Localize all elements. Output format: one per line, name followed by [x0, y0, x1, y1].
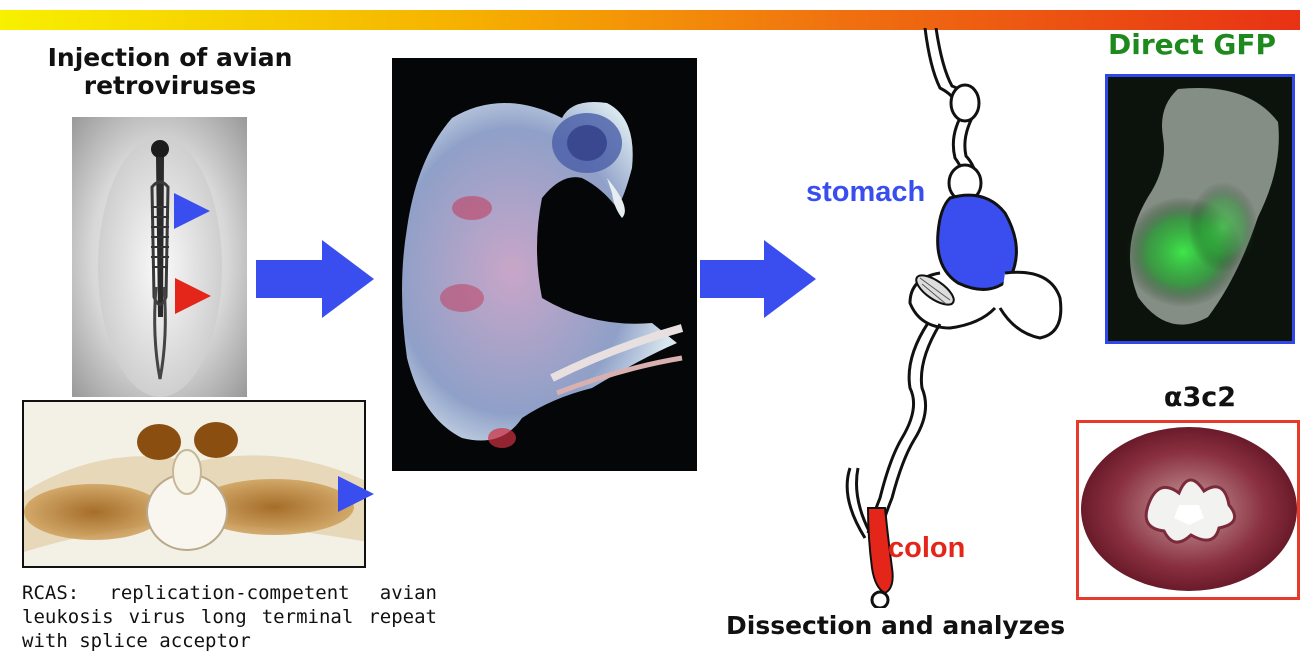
gfp-image — [1105, 74, 1295, 344]
a3c2-image — [1076, 420, 1300, 600]
a3c2-title: α3c2 — [1140, 382, 1260, 413]
gfp-title: Direct GFP — [1108, 28, 1298, 62]
stomach-label: stomach — [806, 176, 925, 209]
blue-marker-embryo — [172, 193, 212, 231]
embryo-dorsal-image — [72, 117, 247, 397]
process-arrow-1 — [256, 240, 376, 318]
dissection-title: Dissection and analyzes — [726, 611, 1065, 640]
crop — [951, 85, 979, 121]
rcas-caption: RCAS: replication-competent avian leukos… — [22, 581, 437, 653]
stomach-shape — [938, 195, 1017, 289]
red-marker-embryo — [173, 278, 213, 316]
gut-diagram — [810, 28, 1080, 608]
title-gradient-bar — [0, 10, 1300, 30]
blue-marker-section — [336, 474, 374, 514]
process-arrow-2 — [700, 240, 820, 318]
cross-section-image — [22, 400, 366, 568]
injection-title: Injection of avian retroviruses — [30, 44, 310, 100]
chick-embryo-image — [392, 58, 697, 471]
colon-label: colon — [888, 532, 965, 565]
cloaca — [872, 592, 888, 608]
